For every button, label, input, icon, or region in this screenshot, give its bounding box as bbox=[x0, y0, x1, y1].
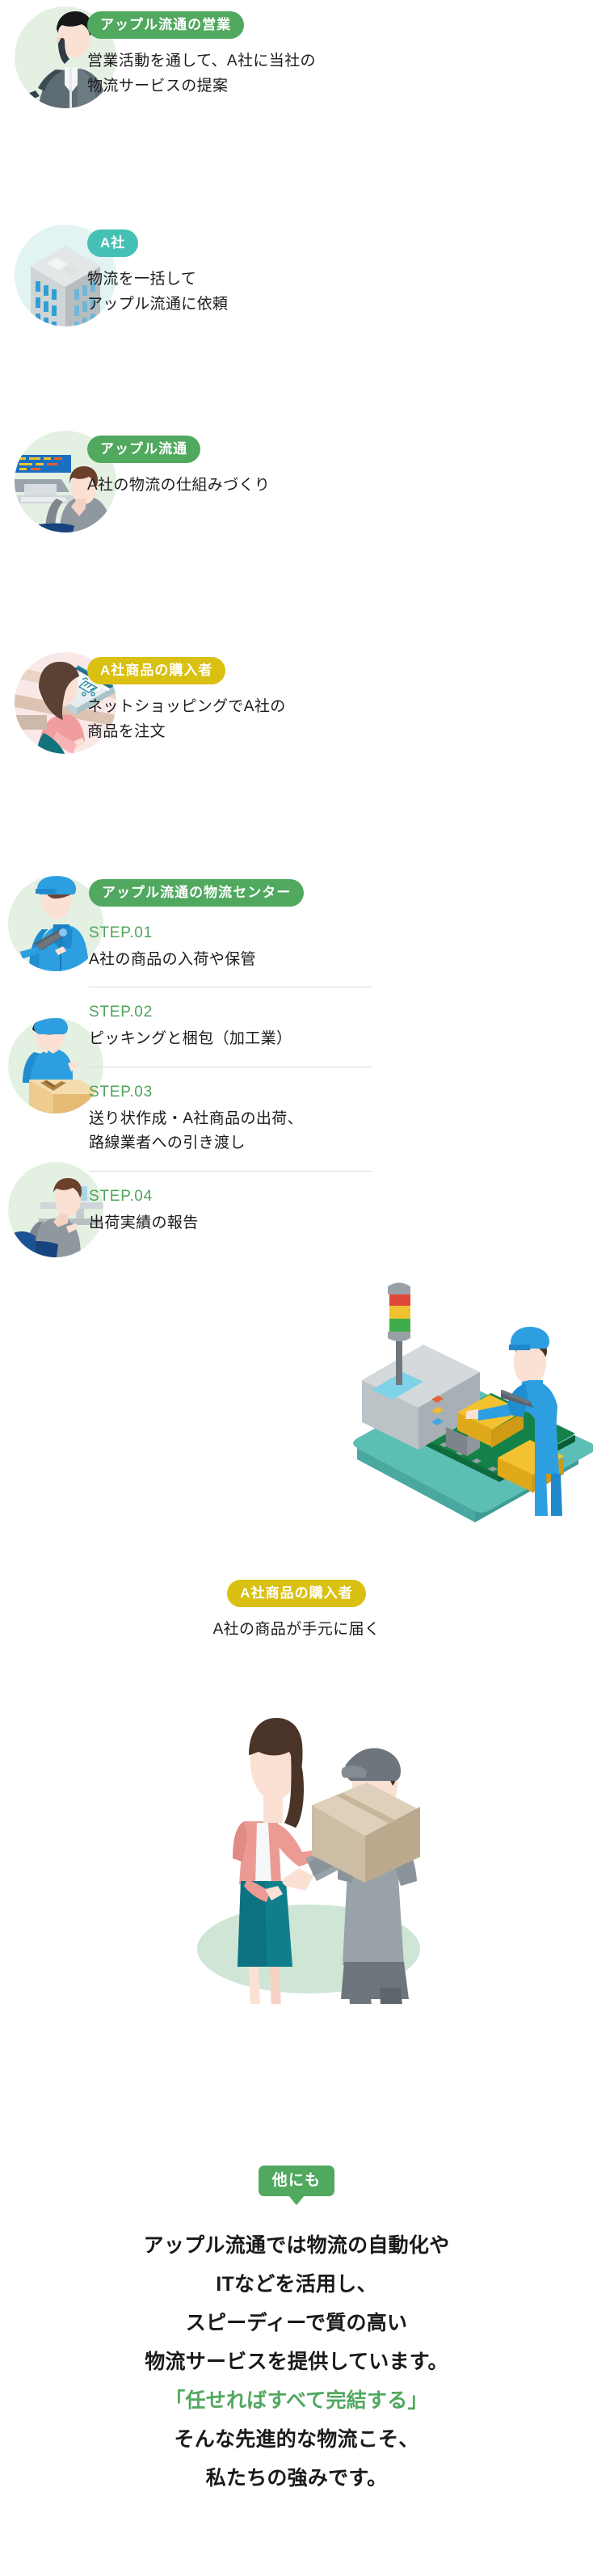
buyer-order-text-column: A社商品の購入者 ネットショッピングでA社の 商品を注文 bbox=[87, 657, 362, 745]
step-text: ピッキングと梱包（加工業） bbox=[89, 1030, 292, 1048]
step-item: STEP.02 ピッキングと梱包（加工業） bbox=[89, 987, 372, 1066]
section-delivery: A社商品の購入者 A社の商品が手元に届く bbox=[0, 1580, 593, 2065]
step-number: STEP.02 bbox=[89, 1004, 153, 1021]
step-item: STEP.03 送り状作成・A社商品の出荷、 路線業者への引き渡し bbox=[89, 1066, 372, 1171]
step-text: A社の商品の入荷や保管 bbox=[89, 951, 256, 968]
conveyor-scanner-icon bbox=[343, 1277, 593, 1543]
company-a-text-column: A社 物流を一括して アップル流通に依頼 bbox=[87, 229, 346, 318]
badge-logistics-center: アップル流通の物流センター bbox=[89, 879, 305, 907]
logistics-center-header: アップル流通の物流センター bbox=[89, 879, 452, 907]
step-text: 送り状作成・A社商品の出荷、 路線業者への引き渡し bbox=[89, 1109, 303, 1152]
section-closing: 他にも アップル流通では物流の自動化や ITなどを活用し、 スピーディーで質の高… bbox=[0, 2166, 593, 2498]
step-number: STEP.04 bbox=[89, 1187, 153, 1205]
closing-line: 物流サービスを提供しています。 bbox=[145, 2351, 448, 2373]
step-list: STEP.01 A社の商品の入荷や保管 STEP.02 ピッキングと梱包（加工業… bbox=[89, 924, 372, 1250]
section-logistics-center: アップル流通の物流センター STEP.01 A社の商品の入荷や保管 STEP.0… bbox=[0, 848, 593, 1551]
section-company-a: A社 物流を一括して アップル流通に依頼 bbox=[0, 210, 593, 416]
buyer-order-body: ネットショッピングでA社の 商品を注文 bbox=[87, 698, 286, 740]
worker-clipboard-icon bbox=[8, 876, 103, 971]
apple-logistics-text-column: アップル流通 A社の物流の仕組みづくり bbox=[87, 436, 346, 499]
closing-text: アップル流通では物流の自動化や ITなどを活用し、 スピーディーで質の高い 物流… bbox=[0, 2226, 593, 2498]
delivery-header: A社商品の購入者 A社の商品が手元に届く bbox=[0, 1580, 593, 1643]
closing-line: アップル流通では物流の自動化や bbox=[143, 2234, 450, 2257]
closing-line-highlight: 「任せればすべて完結する」 bbox=[165, 2389, 428, 2412]
section-sales: アップル流通の営業 営業活動を通して、A社に当社の 物流サービスの提案 bbox=[0, 0, 593, 210]
closing-line: 私たちの強みです。 bbox=[205, 2467, 388, 2490]
badge-apple-logistics: アップル流通 bbox=[87, 436, 201, 463]
closing-line: ITなどを活用し、 bbox=[216, 2273, 377, 2296]
sales-text-column: アップル流通の営業 営業活動を通して、A社に当社の 物流サービスの提案 bbox=[87, 11, 346, 99]
step-number: STEP.01 bbox=[89, 924, 153, 941]
step-item: STEP.04 出荷実績の報告 bbox=[89, 1170, 372, 1250]
badge-buyer-order: A社商品の購入者 bbox=[87, 657, 226, 684]
badge-company-a: A社 bbox=[87, 229, 139, 257]
badge-sales: アップル流通の営業 bbox=[87, 11, 245, 39]
step-text: 出荷実績の報告 bbox=[89, 1214, 199, 1231]
step-number: STEP.03 bbox=[89, 1083, 153, 1101]
apple-logistics-body: A社の物流の仕組みづくり bbox=[87, 477, 271, 494]
closing-line: そんな先進的な物流こそ、 bbox=[174, 2428, 419, 2451]
badge-delivery: A社商品の購入者 bbox=[227, 1580, 366, 1607]
section-buyer-order: A社商品の購入者 ネットショッピングでA社の 商品を注文 bbox=[0, 634, 593, 848]
delivery-handover-icon bbox=[170, 1665, 436, 2028]
closing-line: スピーディーで質の高い bbox=[185, 2312, 408, 2334]
company-a-body: 物流を一括して アップル流通に依頼 bbox=[87, 271, 229, 313]
balloon-tail-icon bbox=[288, 2195, 305, 2205]
step-item: STEP.01 A社の商品の入荷や保管 bbox=[89, 924, 372, 987]
closing-balloon: 他にも bbox=[258, 2166, 335, 2205]
balloon-label: 他にも bbox=[258, 2166, 335, 2196]
sales-body: 営業活動を通して、A社に当社の 物流サービスの提案 bbox=[87, 53, 316, 95]
worker-packing-icon bbox=[8, 1018, 103, 1113]
section-apple-logistics: アップル流通 A社の物流の仕組みづくり bbox=[0, 424, 593, 634]
delivery-body: A社の商品が手元に届く bbox=[212, 1621, 381, 1638]
